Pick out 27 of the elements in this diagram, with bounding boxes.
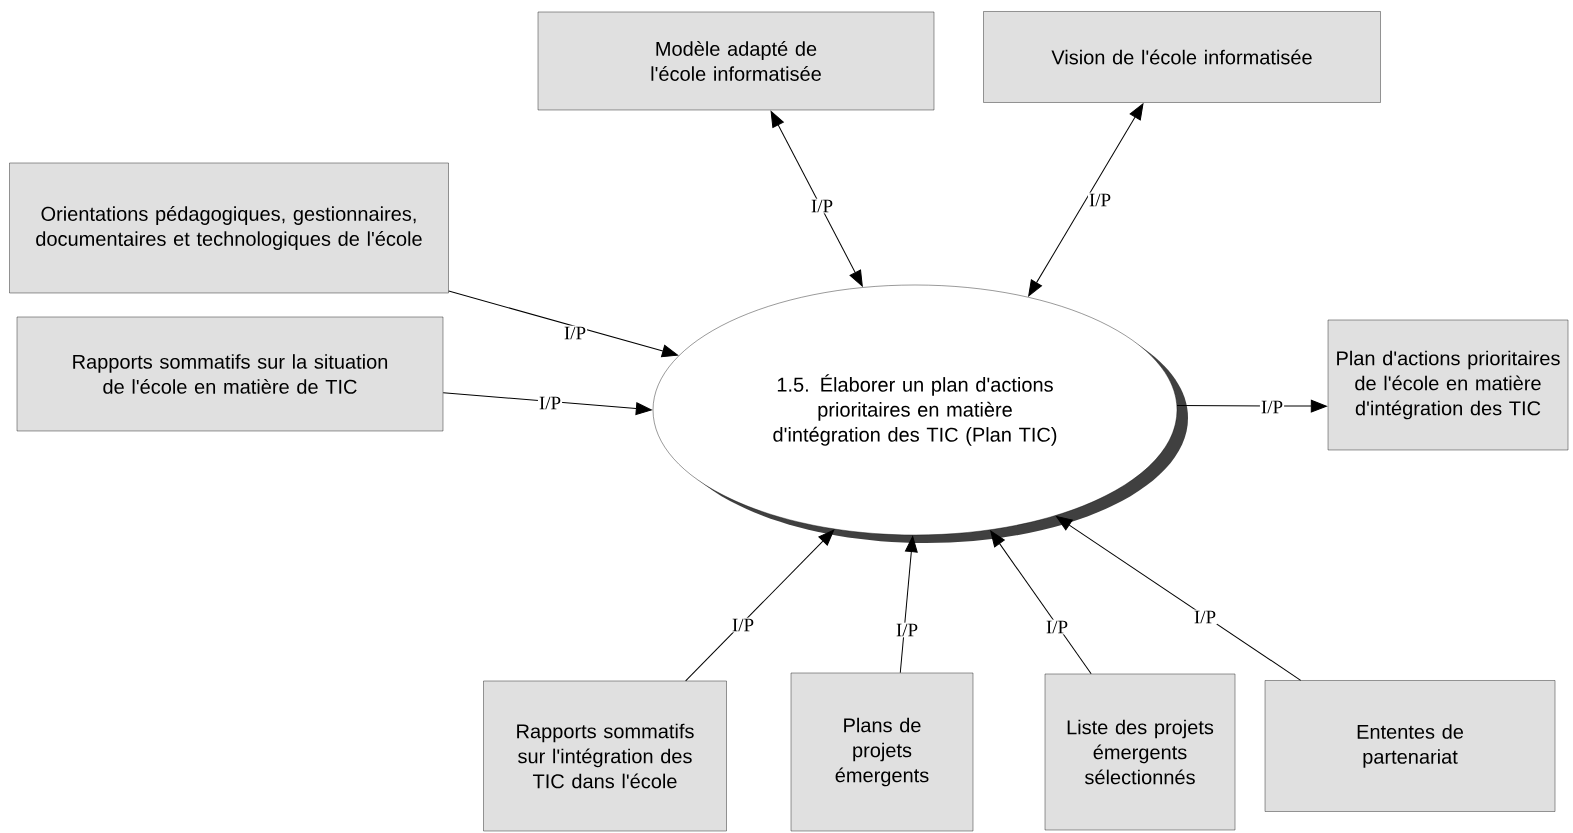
arrow <box>770 110 863 287</box>
edge-label: I/P <box>537 395 563 411</box>
arrow <box>1176 399 1327 413</box>
data-box: Plans de projets émergents <box>790 672 974 832</box>
edge-label: I/P <box>1192 609 1218 625</box>
edge-label: I/P <box>562 325 588 341</box>
edge-label: I/P <box>1044 619 1070 635</box>
arrow <box>442 392 652 415</box>
data-box: Vision de l'école informatisée <box>983 11 1381 103</box>
data-box: Rapports sommatifs sur la situation de l'école en matière de TIC <box>16 316 444 432</box>
data-box: Liste des projets émergents sélectionnés <box>1044 673 1236 831</box>
data-box: Ententes de partenariat <box>1264 680 1556 812</box>
edge-label: I/P <box>1087 192 1113 208</box>
arrow <box>448 290 679 358</box>
arrow <box>1028 103 1144 297</box>
data-box: Modèle adapté de l'école informatisée <box>537 11 935 111</box>
data-box: Plan d'actions prioritaires de l'école en matière d'intégration des TIC <box>1327 319 1569 451</box>
data-box: Orientations pédagogiques, gestionnaires, documentaires et technologiques de l'école <box>9 162 449 294</box>
arrow <box>899 536 918 674</box>
edge-label: I/P <box>809 198 835 214</box>
edge-label: I/P <box>894 622 920 638</box>
arrow <box>990 530 1092 675</box>
edge-label: I/P <box>1259 399 1285 415</box>
arrow <box>1056 516 1302 681</box>
arrow <box>685 529 835 682</box>
data-box: Rapports sommatifs sur l'intégration des TIC dans l'école <box>483 680 727 832</box>
edge-label: I/P <box>730 617 756 633</box>
